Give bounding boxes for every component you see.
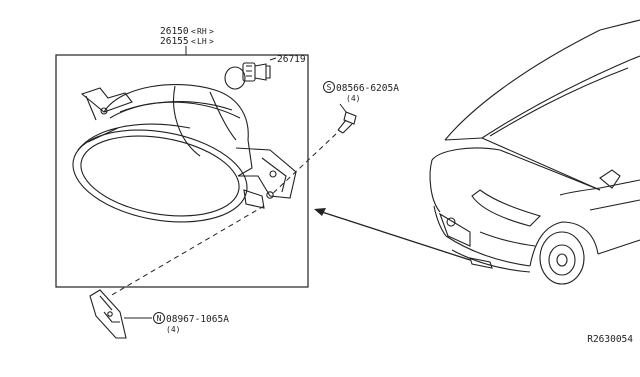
vehicle-icon (429, 19, 640, 285)
bolt-symbol: S (327, 83, 332, 92)
clip-callout: N 08967-1065A (4) (153, 312, 229, 334)
part-side-lh-close: > (209, 37, 214, 46)
bolt-assembly-line (269, 133, 337, 197)
bolt-icon (337, 111, 357, 134)
clip-symbol: N (157, 314, 162, 323)
clip-quantity: (4) (166, 325, 180, 334)
diagram-reference-code: R2630054 (587, 334, 633, 345)
part-number-rh: 26150 (160, 26, 189, 37)
leader-line-bulb (269, 57, 277, 61)
location-arrow (314, 208, 471, 261)
clip-icon (89, 289, 127, 339)
part-label-rh: 26150 < RH > (160, 26, 214, 37)
bulb-icon (224, 62, 271, 90)
part-side-rh: RH (197, 27, 207, 36)
bolt-callout: S 08566-6205A (4) (323, 81, 399, 103)
leader-line-bolt (339, 103, 347, 113)
assembly-frame (55, 54, 309, 288)
part-side-lh-open: < (191, 37, 196, 46)
bulb-part-number: 26719 (277, 54, 306, 65)
part-side-rh-close: > (209, 27, 214, 36)
bolt-symbol-circle (323, 81, 335, 93)
clip-symbol-circle (153, 312, 165, 324)
fog-lamp-icon (72, 84, 297, 223)
part-side-lh: LH (197, 37, 207, 46)
bolt-quantity: (4) (346, 94, 360, 103)
bolt-part-number: 08566-6205A (336, 83, 399, 94)
clip-assembly-line (109, 205, 265, 297)
part-label-lh: 26155 < LH > (160, 36, 214, 47)
part-number-lh: 26155 (160, 36, 189, 47)
clip-part-number: 08967-1065A (166, 314, 229, 325)
part-side-rh-open: < (191, 27, 196, 36)
